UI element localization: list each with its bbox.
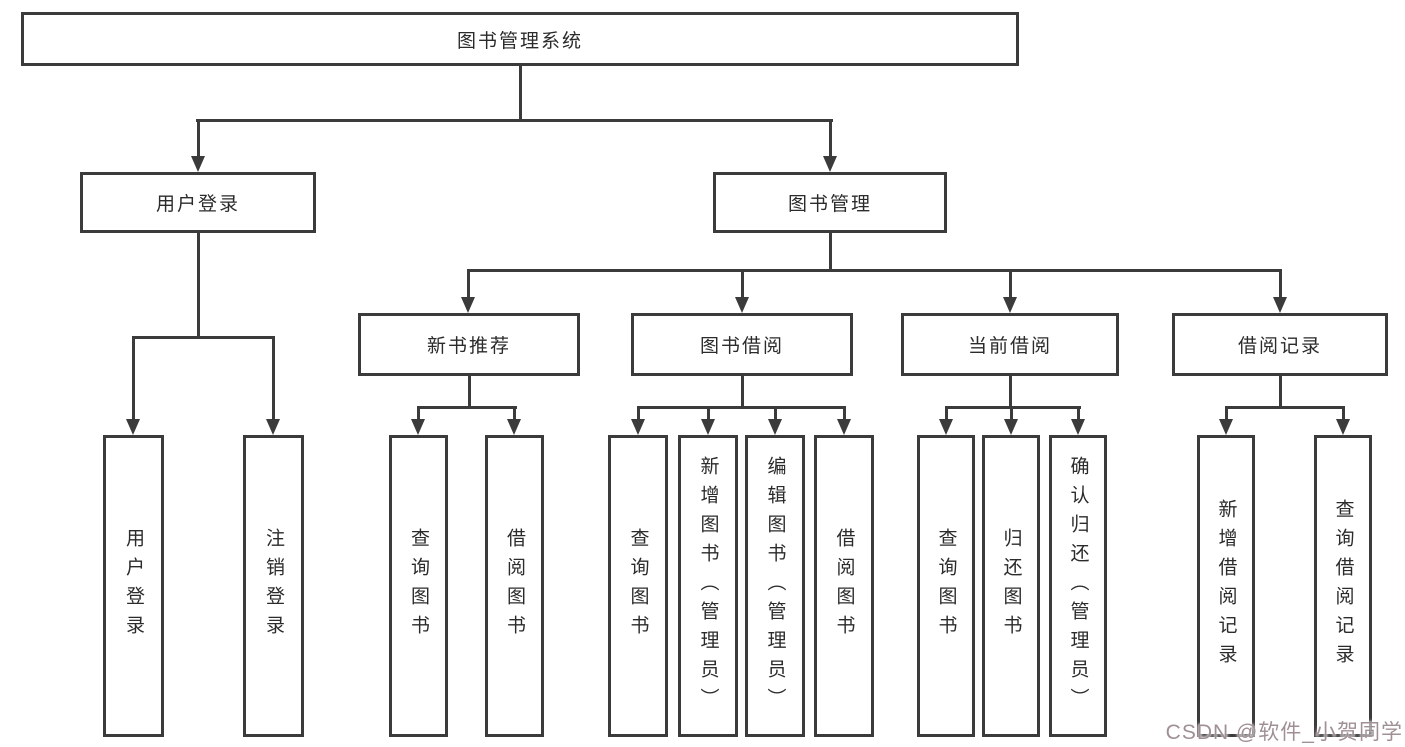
connector-root-stem — [519, 66, 522, 120]
arrowhead-book-mgmt — [823, 156, 837, 172]
leaf-br-query-record: 查询借阅记录 — [1314, 435, 1372, 737]
leaf-bb-borrow-book: 借阅图书 — [814, 435, 874, 737]
connector-root-branch — [196, 119, 833, 122]
connector-drop-bb-query — [637, 407, 640, 420]
connector-drop-br-add — [1225, 407, 1228, 420]
leaf-nb-borrow-book-label: 借阅图书 — [504, 528, 525, 644]
arrowhead-nb-query — [411, 419, 425, 435]
leaf-nb-query-book: 查询图书 — [389, 435, 448, 737]
connector-drop-leaf-logout — [272, 337, 275, 420]
leaf-cb-return-book-label: 归还图书 — [1000, 528, 1022, 644]
connector-drop-leaf-login — [132, 337, 135, 420]
leaf-user-login-label: 用户登录 — [123, 528, 144, 644]
connector-borrow-record-stem — [1279, 376, 1282, 408]
node-root: 图书管理系统 — [21, 12, 1019, 66]
arrowhead-bb-edit — [768, 419, 782, 435]
leaf-cb-confirm-return-admin-label: 确认归还（管理员） — [1067, 455, 1089, 717]
arrowhead-leaf-logout — [266, 419, 280, 435]
connector-drop-book-borrow — [741, 270, 744, 298]
connector-drop-book-mgmt — [829, 120, 832, 157]
connector-drop-current-borrow — [1009, 270, 1012, 298]
node-book-borrow-label: 图书借阅 — [699, 336, 784, 357]
node-root-label: 图书管理系统 — [456, 30, 583, 52]
connector-drop-bb-add — [707, 407, 710, 420]
arrowhead-book-borrow — [735, 297, 749, 313]
leaf-nb-query-book-label: 查询图书 — [408, 528, 429, 644]
connector-drop-new-book — [467, 270, 470, 298]
connector-borrow-record-branch — [1225, 406, 1345, 409]
leaf-logout: 注销登录 — [243, 435, 304, 737]
leaf-cb-query-book: 查询图书 — [917, 435, 975, 737]
leaf-bb-borrow-book-label: 借阅图书 — [833, 528, 855, 644]
arrowhead-br-query — [1336, 419, 1350, 435]
connector-drop-cb-confirm — [1077, 407, 1080, 420]
connector-drop-user-login — [197, 120, 200, 157]
connector-drop-bb-edit — [774, 407, 777, 420]
arrowhead-br-add — [1219, 419, 1233, 435]
connector-book-mgmt-stem — [829, 233, 832, 272]
connector-drop-nb-borrow — [513, 407, 516, 420]
connector-current-borrow-branch — [945, 406, 1081, 409]
connector-book-mgmt-branch — [467, 269, 1282, 272]
node-current-borrow: 当前借阅 — [901, 313, 1119, 376]
leaf-bb-add-book-admin: 新增图书（管理员） — [678, 435, 738, 737]
connector-drop-cb-return — [1010, 407, 1013, 420]
leaf-cb-query-book-label: 查询图书 — [935, 528, 957, 644]
node-user-login-label: 用户登录 — [155, 194, 240, 215]
connector-drop-nb-query — [417, 407, 420, 420]
connector-book-borrow-stem — [741, 376, 744, 408]
connector-user-login-stem — [197, 233, 200, 338]
connector-new-book-stem — [468, 376, 471, 408]
leaf-bb-edit-book-admin: 编辑图书（管理员） — [745, 435, 805, 737]
node-current-borrow-label: 当前借阅 — [967, 336, 1052, 357]
arrowhead-borrow-record — [1273, 297, 1287, 313]
connector-drop-br-query — [1342, 407, 1345, 420]
connector-book-borrow-branch — [637, 406, 846, 409]
node-book-borrow: 图书借阅 — [631, 313, 853, 376]
arrowhead-current-borrow — [1003, 297, 1017, 313]
arrowhead-nb-borrow — [507, 419, 521, 435]
node-new-book-recommend: 新书推荐 — [358, 313, 580, 376]
leaf-nb-borrow-book: 借阅图书 — [485, 435, 544, 737]
leaf-br-add-record: 新增借阅记录 — [1197, 435, 1255, 737]
leaf-cb-return-book: 归还图书 — [982, 435, 1040, 737]
arrowhead-user-login — [191, 156, 205, 172]
leaf-br-add-record-label: 新增借阅记录 — [1215, 499, 1237, 673]
node-borrow-record-label: 借阅记录 — [1237, 336, 1322, 357]
node-new-book-recommend-label: 新书推荐 — [426, 336, 511, 357]
arrowhead-cb-return — [1004, 419, 1018, 435]
connector-drop-borrow-record — [1279, 270, 1282, 298]
arrowhead-bb-borrow — [837, 419, 851, 435]
connector-current-borrow-stem — [1009, 376, 1012, 408]
leaf-cb-confirm-return-admin: 确认归还（管理员） — [1049, 435, 1107, 737]
leaf-user-login: 用户登录 — [103, 435, 164, 737]
arrowhead-bb-query — [631, 419, 645, 435]
connector-drop-cb-query — [945, 407, 948, 420]
connector-user-login-branch — [132, 336, 275, 339]
arrowhead-new-book — [461, 297, 475, 313]
leaf-bb-edit-book-admin-label: 编辑图书（管理员） — [764, 455, 786, 717]
arrowhead-cb-confirm — [1071, 419, 1085, 435]
connector-new-book-branch — [417, 406, 517, 409]
arrowhead-bb-add — [701, 419, 715, 435]
leaf-logout-label: 注销登录 — [263, 528, 284, 644]
leaf-bb-query-book: 查询图书 — [608, 435, 668, 737]
arrowhead-cb-query — [939, 419, 953, 435]
leaf-bb-query-book-label: 查询图书 — [627, 528, 649, 644]
node-borrow-record: 借阅记录 — [1172, 313, 1388, 376]
leaf-bb-add-book-admin-label: 新增图书（管理员） — [697, 455, 719, 717]
node-book-mgmt: 图书管理 — [713, 172, 947, 233]
leaf-br-query-record-label: 查询借阅记录 — [1332, 499, 1354, 673]
connector-drop-bb-borrow — [843, 407, 846, 420]
node-user-login: 用户登录 — [80, 172, 316, 233]
node-book-mgmt-label: 图书管理 — [787, 194, 872, 215]
arrowhead-leaf-login — [126, 419, 140, 435]
csdn-watermark: CSDN @软件_小贺同学 — [1165, 721, 1403, 744]
